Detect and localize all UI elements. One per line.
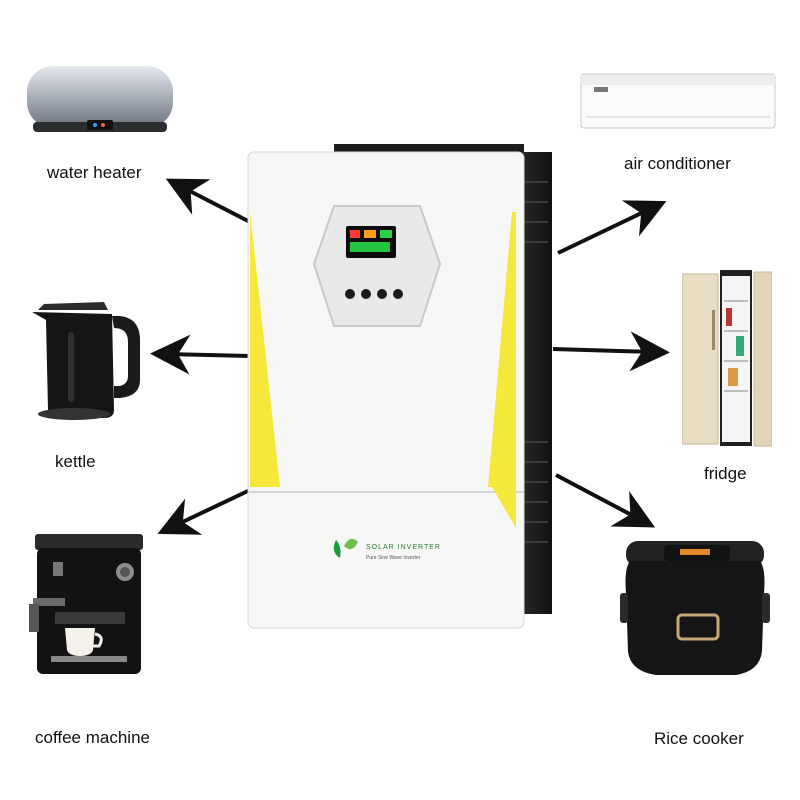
arrow-fridge xyxy=(552,331,670,372)
fridge-image xyxy=(682,270,772,450)
arrow-air-conditioner xyxy=(557,200,667,255)
inverter-subtitle-text: Pure Sine Wave Inverter xyxy=(366,555,421,561)
air-conditioner-label: air conditioner xyxy=(624,154,731,173)
water-heater-label: water heater xyxy=(47,163,142,182)
rice-cooker-label: Rice cooker xyxy=(654,729,744,748)
leaf-logo-icon xyxy=(333,538,358,558)
coffee-machine-label: coffee machine xyxy=(35,728,150,747)
inverter-unit: SOLAR INVERTER Pure Sine Wave Inverter xyxy=(244,142,556,632)
arrow-rice-cooker xyxy=(555,473,656,528)
arrow-water-heater xyxy=(165,178,251,224)
air-conditioner-image xyxy=(580,73,776,133)
fridge-label: fridge xyxy=(704,464,747,483)
arrow-kettle xyxy=(150,334,251,375)
inverter-brand-text: SOLAR INVERTER xyxy=(366,544,441,551)
coffee-machine-image xyxy=(25,532,153,680)
arrow-coffee-machine xyxy=(157,488,251,535)
kettle-label: kettle xyxy=(55,452,96,471)
water-heater-image xyxy=(25,62,177,140)
rice-cooker-image xyxy=(620,533,770,685)
kettle-image xyxy=(28,292,146,424)
